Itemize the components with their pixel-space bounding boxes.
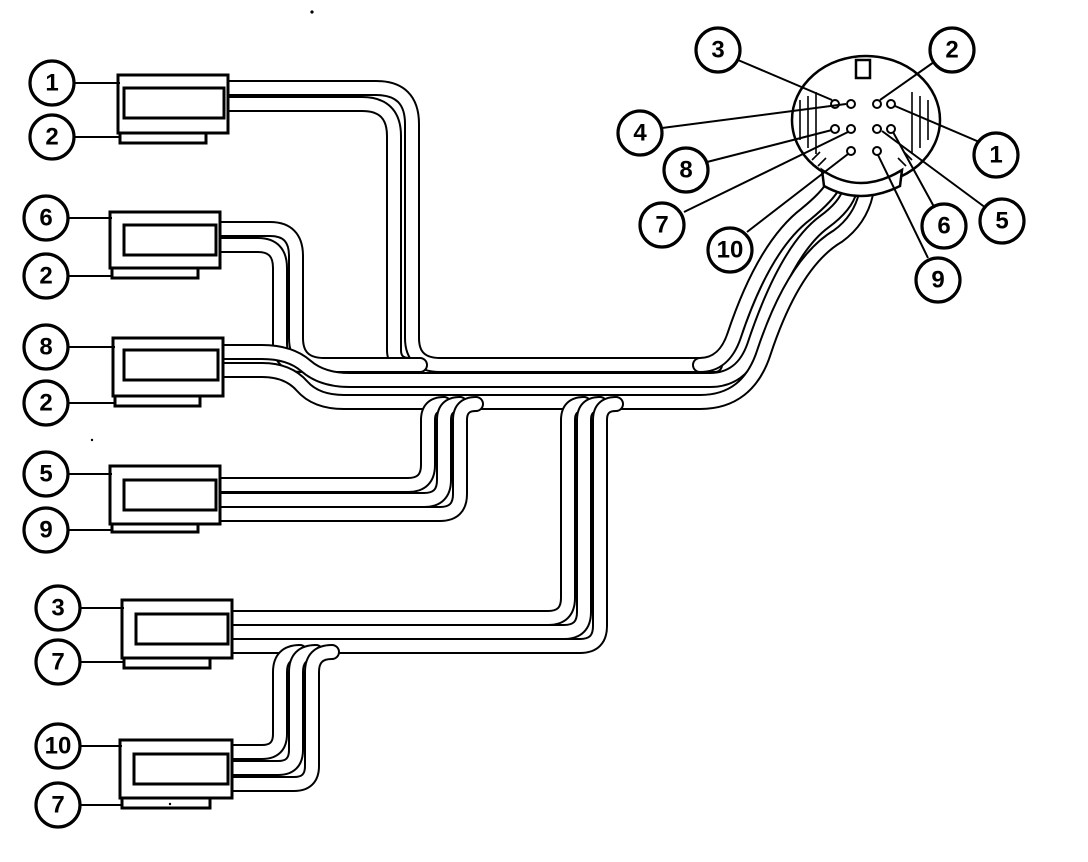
callout-c3-pin-b bbox=[22, 379, 70, 427]
callout-c1-pin-b bbox=[28, 113, 76, 161]
callout-plug-8-label: 8 bbox=[679, 157, 692, 184]
callout-plug-3-label: 3 bbox=[711, 37, 724, 64]
plug-pin-7 bbox=[846, 124, 856, 134]
main-plug bbox=[790, 54, 942, 198]
connector-c4 bbox=[108, 464, 222, 534]
plug-pin-10 bbox=[846, 146, 856, 156]
callout-plug-10 bbox=[706, 226, 754, 274]
plug-pin-4 bbox=[846, 99, 856, 109]
plug-pin-2 bbox=[872, 99, 882, 109]
connector-c3-labels: 8 2 bbox=[22, 323, 70, 427]
callout-plug-3 bbox=[694, 26, 742, 74]
callout-plug-6-label: 6 bbox=[937, 213, 950, 240]
callout-c2-pin-a-label: 6 bbox=[39, 205, 52, 232]
callout-c4-pin-b-label: 9 bbox=[39, 517, 52, 544]
connector-c6-labels: 10 7 bbox=[34, 722, 82, 829]
callout-plug-4 bbox=[616, 109, 664, 157]
callout-plug-6 bbox=[920, 202, 968, 250]
callout-plug-2-label: 2 bbox=[945, 37, 958, 64]
callout-plug-7 bbox=[638, 201, 686, 249]
callout-c3-pin-b-label: 2 bbox=[39, 390, 52, 417]
plug-hatching bbox=[799, 92, 929, 167]
connector-c1-labels: 1 2 bbox=[28, 59, 76, 161]
callout-c4-pin-b bbox=[22, 506, 70, 554]
connector-c4-labels: 5 9 bbox=[22, 450, 70, 554]
scan-speck bbox=[168, 802, 172, 806]
connector-c3 bbox=[111, 336, 225, 408]
callout-c2-pin-b bbox=[22, 252, 70, 300]
connector-c5 bbox=[120, 598, 234, 670]
callout-plug-8 bbox=[662, 146, 710, 194]
callout-plug-5-label: 5 bbox=[995, 208, 1008, 235]
callout-c1-pin-a bbox=[28, 59, 76, 107]
plug-pin-9 bbox=[872, 146, 882, 156]
callout-c2-pin-a bbox=[22, 194, 70, 242]
connector-c2 bbox=[108, 210, 222, 280]
plug-pin-8 bbox=[830, 124, 840, 134]
callout-c6-pin-a bbox=[34, 722, 82, 770]
connector-c1 bbox=[116, 73, 230, 145]
callout-plug-7-label: 7 bbox=[655, 212, 668, 239]
callout-c2-pin-b-label: 2 bbox=[39, 263, 52, 290]
callout-c1-pin-a-label: 1 bbox=[45, 70, 58, 97]
wire-c4-a bbox=[212, 396, 452, 493]
scan-speck bbox=[90, 438, 94, 442]
connector-c5-labels: 3 7 bbox=[34, 584, 82, 686]
callout-c4-pin-a bbox=[22, 450, 70, 498]
callout-c5-pin-a-label: 3 bbox=[51, 595, 64, 622]
callout-c6-pin-b-label: 7 bbox=[51, 792, 64, 819]
main-plug-labels: 3 2 4 1 8 7 5 10 6 9 bbox=[616, 26, 1026, 304]
callout-plug-9-label: 9 bbox=[931, 267, 944, 294]
plug-pin-1 bbox=[886, 99, 896, 109]
callout-plug-4-label: 4 bbox=[633, 120, 647, 147]
connector-c2-labels: 6 2 bbox=[22, 194, 70, 300]
callout-plug-9 bbox=[914, 256, 962, 304]
plug-pin-6 bbox=[886, 124, 896, 134]
connector-c6 bbox=[118, 738, 234, 810]
callout-plug-1 bbox=[972, 131, 1020, 179]
leader-lines bbox=[68, 59, 987, 806]
callout-c4-pin-a-label: 5 bbox=[39, 461, 52, 488]
callout-c5-pin-b bbox=[34, 638, 82, 686]
callout-c6-pin-b bbox=[34, 781, 82, 829]
callout-c5-pin-b-label: 7 bbox=[51, 649, 64, 676]
callout-c1-pin-b-label: 2 bbox=[45, 124, 58, 151]
wire-harness bbox=[210, 80, 874, 792]
callout-c3-pin-a bbox=[22, 323, 70, 371]
callout-plug-10-label: 10 bbox=[717, 237, 744, 264]
callout-c3-pin-a-label: 8 bbox=[39, 334, 52, 361]
plug-pin-5 bbox=[872, 124, 882, 134]
callout-c5-pin-a bbox=[34, 584, 82, 632]
callout-plug-5 bbox=[978, 197, 1026, 245]
callout-plug-2 bbox=[928, 26, 976, 74]
callout-c6-pin-a-label: 10 bbox=[45, 733, 72, 760]
scan-speck bbox=[310, 10, 314, 14]
callout-plug-1-label: 1 bbox=[989, 142, 1002, 169]
